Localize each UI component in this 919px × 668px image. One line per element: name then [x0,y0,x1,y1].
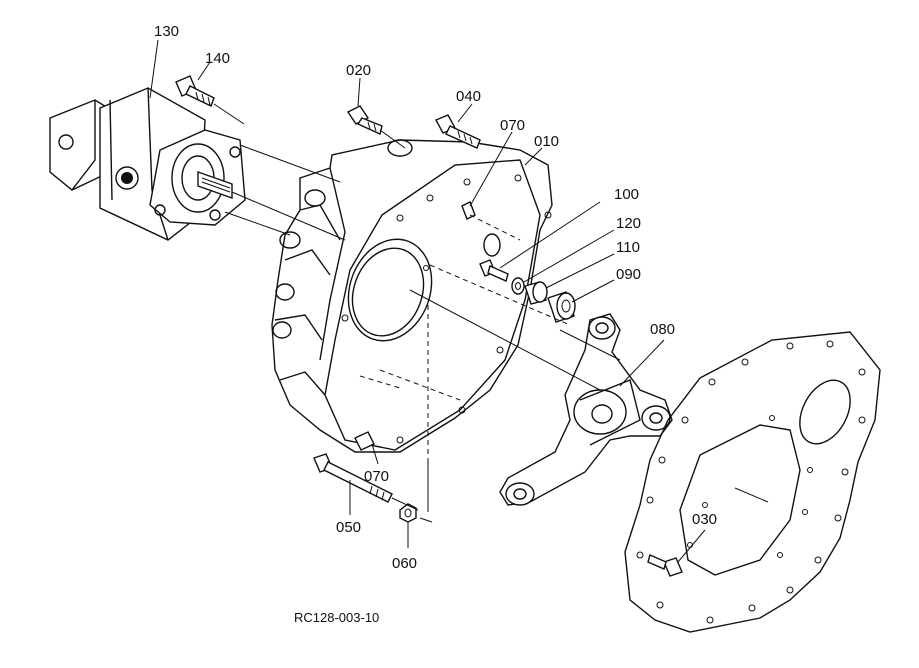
bolt-140 [175,61,245,125]
label-130: 130 [154,23,179,40]
label-120: 120 [616,215,641,232]
label-030: 030 [692,511,717,528]
label-070-lower: 070 [364,468,389,485]
spacer-110 [524,253,615,305]
label-020: 020 [346,62,371,79]
label-010: 010 [534,133,559,150]
flywheel-housing-010 [271,139,553,453]
bolt-030 [647,529,706,577]
dowel-pin-070-lower [354,431,379,465]
document-reference: RC128-003-10 [294,610,379,625]
label-050: 050 [336,519,361,536]
bolt-050 [313,453,393,515]
label-100: 100 [614,186,639,203]
bolt-020 [346,77,406,149]
label-110: 110 [616,239,640,256]
label-090: 090 [616,266,641,283]
label-140: 140 [205,50,230,67]
label-080: 080 [650,321,675,338]
dowel-pin-070-upper [461,131,513,220]
flywheel-plate [624,331,881,633]
bushing-090 [547,279,615,323]
nut-060 [399,503,417,548]
label-060: 060 [392,555,417,572]
bolt-100 [479,201,601,282]
assembly-lines [224,144,621,523]
hydraulic-pump-130 [49,39,246,241]
label-070-upper: 070 [500,117,525,134]
label-040: 040 [456,88,481,105]
bolt-040 [435,103,481,149]
washer-120 [511,229,615,295]
